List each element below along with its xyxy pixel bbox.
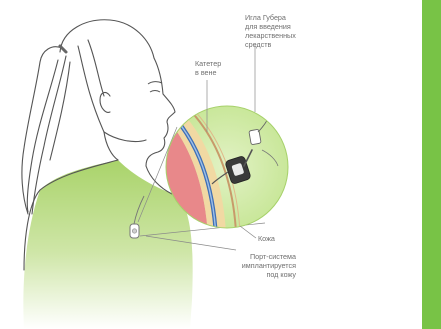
side-accent-bar <box>422 0 441 329</box>
label-catheter: Катетер в вене <box>195 59 239 77</box>
shirt-area <box>23 160 192 329</box>
eye <box>150 91 160 93</box>
port-implant <box>130 224 139 238</box>
label-skin: Кожа <box>258 234 298 243</box>
label-huber-needle: Игла Губера для введения лекарственных с… <box>245 13 319 49</box>
label-port-system: Порт-система имплантируется под кожу <box>232 252 296 279</box>
